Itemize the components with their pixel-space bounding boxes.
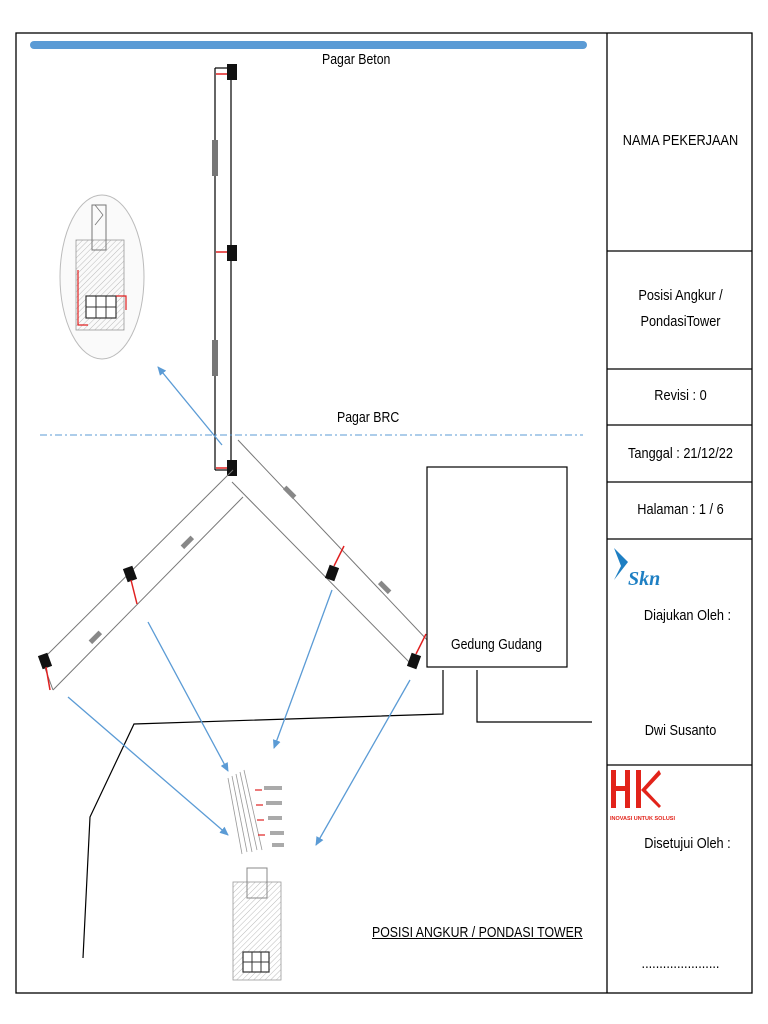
concrete-fence-dimension-marks	[212, 140, 218, 376]
site-boundary-line	[82, 670, 444, 959]
warehouse-label: Gedung Gudang	[451, 636, 542, 653]
drawing-title: POSISI ANGKUR / PONDASI TOWER	[372, 924, 583, 941]
arrow-right-inner	[273, 589, 333, 749]
page-number: Halaman : 1 / 6	[637, 501, 724, 518]
submitted-by-label: Diajukan Oleh :	[643, 607, 732, 624]
warehouse-boundary	[476, 670, 592, 723]
concrete-fence	[214, 67, 232, 471]
skn-logo-text: Skn	[628, 568, 660, 590]
brc-fence-label: Pagar BRC	[337, 409, 400, 426]
arrow-left-inner	[147, 621, 229, 772]
revision: Revisi : 0	[654, 387, 707, 404]
tower-arm-dimension-marks	[88, 485, 392, 645]
title-block-grid	[607, 250, 752, 766]
hk-logo-icon: INOVASI UNTUK SOLUSI	[610, 770, 675, 822]
tower-elevation-detail	[227, 769, 284, 981]
hk-logo-tagline: INOVASI UNTUK SOLUSI	[610, 816, 675, 822]
approved-by-label: Disetujui Oleh :	[644, 835, 731, 852]
job-name: NAMA PEKERJAAN	[622, 132, 739, 149]
pointer-arrows	[67, 366, 411, 846]
warehouse-building	[426, 466, 568, 668]
arrow-to-detail-circle	[157, 366, 223, 446]
tower-arm-right	[231, 439, 431, 669]
foundation-detail-circle	[59, 194, 145, 360]
submitted-by-name: Dwi Susanto	[644, 722, 717, 739]
concrete-fence-anchors	[216, 64, 237, 476]
description-line-2: PondasiTower	[640, 313, 721, 330]
tower-anchor-points	[37, 545, 427, 691]
sheet-border	[15, 32, 753, 994]
concrete-fence-label: Pagar Beton	[322, 51, 391, 68]
approved-by-signature: ......................	[641, 955, 720, 972]
skn-logo-icon: Skn	[614, 548, 660, 590]
arrow-right-outer	[315, 679, 411, 846]
tower-arm-left	[41, 469, 244, 691]
description-line-1: Posisi Angkur /	[638, 287, 723, 304]
date: Tanggal : 21/12/22	[628, 445, 733, 462]
arrow-left-outer	[67, 696, 229, 836]
